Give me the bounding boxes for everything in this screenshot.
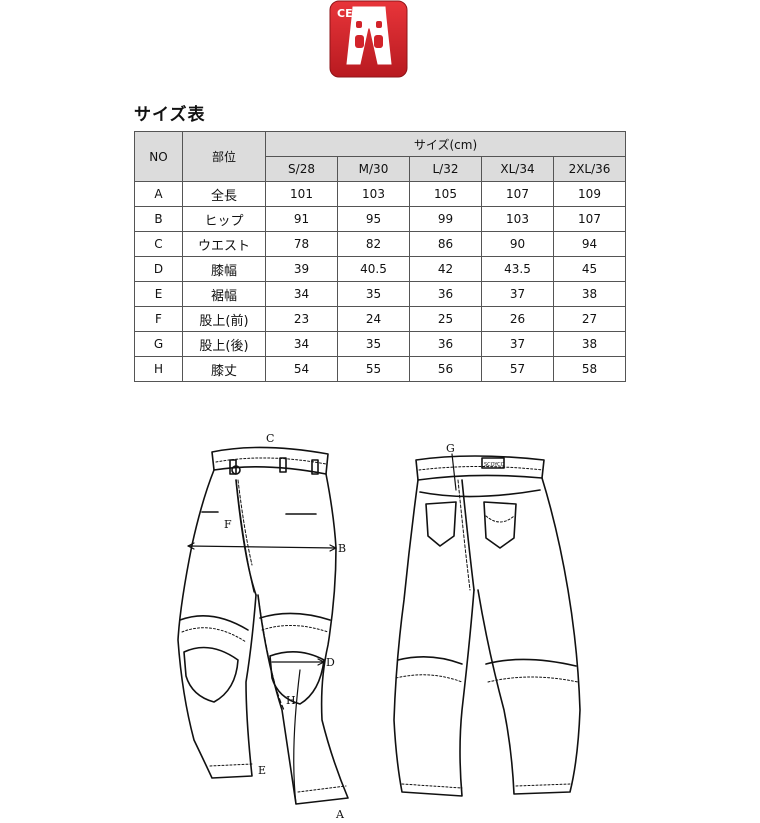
cell-value: 35 [337,331,410,357]
cell-value: 90 [481,231,554,257]
cell-value: 36 [409,281,482,307]
label-a: A [335,808,345,820]
cell-value: 27 [553,306,626,332]
cell-value: 55 [337,356,410,382]
cell-value: 54 [265,356,338,382]
header-size-group: サイズ(cm) [265,131,626,157]
row-no: E [134,281,183,307]
cell-value: 107 [481,181,554,207]
cell-value: 25 [409,306,482,332]
row-no: G [134,331,183,357]
cell-value: 36 [409,331,482,357]
cell-value: 94 [553,231,626,257]
cell-value: 38 [553,281,626,307]
table-row: H 膝丈 54 55 56 57 58 [134,356,626,382]
cell-value: 107 [553,206,626,232]
label-g: G [446,442,455,455]
back-patch-text: SCOYCO [484,462,505,468]
label-d: D [326,656,335,669]
row-part: 全長 [182,181,266,207]
back-view-pants [393,453,581,797]
size-table: NO 部位 サイズ(cm) S/28 M/30 L/32 XL/34 2XL/3… [134,131,626,382]
table-row: G 股上(後) 34 35 36 37 38 [134,331,626,357]
ce-protective-pants-icon: CE [329,0,408,78]
table-row: F 股上(前) 23 24 25 26 27 [134,306,626,332]
section-title: サイズ表 [134,105,206,125]
row-no: C [134,231,183,257]
row-no: A [134,181,183,207]
header-no: NO [134,131,183,182]
cell-value: 99 [409,206,482,232]
header-size: L/32 [409,156,482,182]
table-row: A 全長 101 103 105 107 109 [134,181,626,207]
cell-value: 37 [481,331,554,357]
label-c: C [266,432,274,445]
row-part: 膝丈 [182,356,266,382]
ce-mark: CE [337,7,353,20]
header-part: 部位 [182,131,266,182]
label-e: E [258,764,266,777]
cell-value: 78 [265,231,338,257]
row-part: ウエスト [182,231,266,257]
table-row: C ウエスト 78 82 86 90 94 [134,231,626,257]
row-part: 膝幅 [182,256,266,282]
cell-value: 45 [553,256,626,282]
table-row: E 裾幅 34 35 36 37 38 [134,281,626,307]
table-row: B ヒップ 91 95 99 103 107 [134,206,626,232]
measurement-lines [187,479,337,805]
row-part: 裾幅 [182,281,266,307]
cell-value: 23 [265,306,338,332]
row-no: B [134,206,183,232]
header-size: 2XL/36 [553,156,626,182]
cell-value: 57 [481,356,554,382]
cell-value: 34 [265,281,338,307]
cell-value: 39 [265,256,338,282]
cell-value: 86 [409,231,482,257]
cell-value: 56 [409,356,482,382]
cell-value: 95 [337,206,410,232]
label-h: H [286,694,296,707]
cell-value: 37 [481,281,554,307]
cell-value: 109 [553,181,626,207]
cell-value: 101 [265,181,338,207]
row-no: H [134,356,183,382]
cell-value: 58 [553,356,626,382]
header-size: S/28 [265,156,338,182]
row-no: F [134,306,183,332]
cell-value: 82 [337,231,410,257]
row-part: 股上(後) [182,331,266,357]
cell-value: 40.5 [337,256,410,282]
cell-value: 24 [337,306,410,332]
cell-value: 34 [265,331,338,357]
cell-value: 42 [409,256,482,282]
cell-value: 103 [481,206,554,232]
cell-value: 35 [337,281,410,307]
cell-value: 26 [481,306,554,332]
row-no: D [134,256,183,282]
row-part: 股上(前) [182,306,266,332]
pants-measurement-diagram: SCOYCO C F B D H E A G [177,432,581,820]
label-b: B [338,542,346,555]
cell-value: 105 [409,181,482,207]
header-size: M/30 [337,156,410,182]
cell-value: 43.5 [481,256,554,282]
cell-value: 91 [265,206,338,232]
header-size: XL/34 [481,156,554,182]
cell-value: 103 [337,181,410,207]
row-part: ヒップ [182,206,266,232]
table-row: D 膝幅 39 40.5 42 43.5 45 [134,256,626,282]
label-f: F [224,518,232,531]
cell-value: 38 [553,331,626,357]
